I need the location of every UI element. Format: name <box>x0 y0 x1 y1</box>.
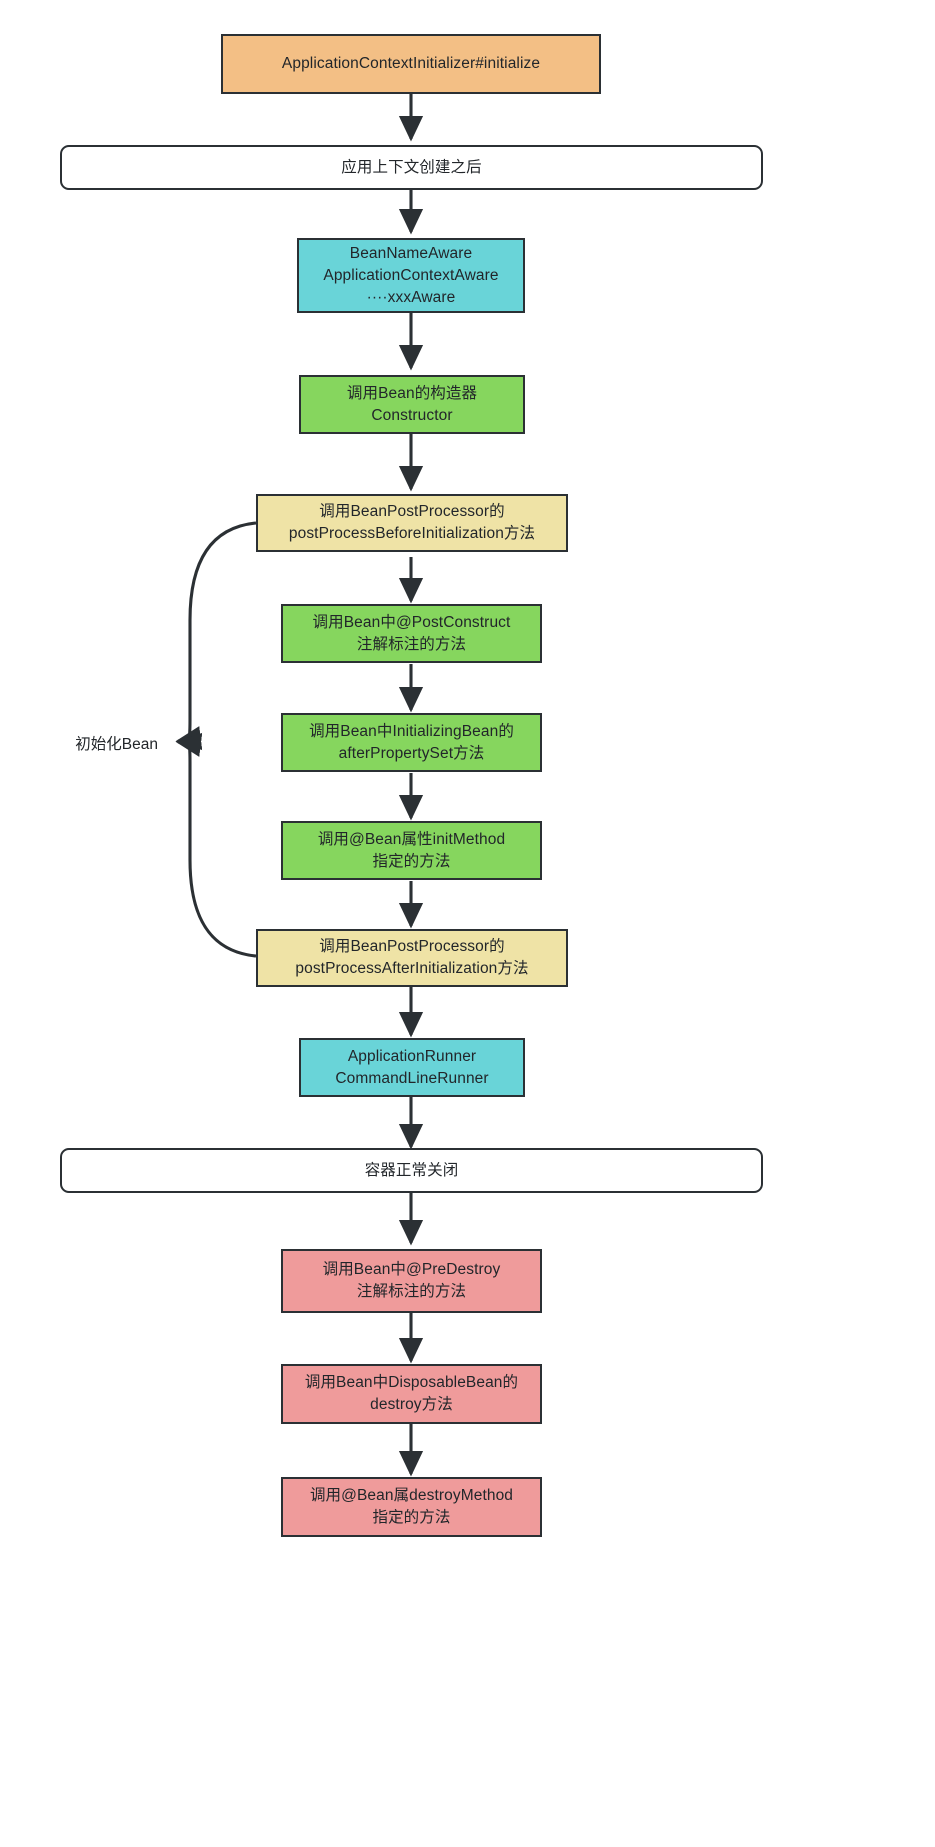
node-post-process-before-initialization[interactable]: 调用BeanPostProcessor的 postProcessBeforeIn… <box>256 494 568 552</box>
node-bean-constructor[interactable]: 调用Bean的构造器 Constructor <box>299 375 525 434</box>
node-line: 调用BeanPostProcessor的 <box>319 503 505 520</box>
node-line: 调用Bean中@PreDestroy <box>322 1261 501 1278</box>
node-line: 注解标注的方法 <box>356 635 467 653</box>
node-line: 调用Bean中DisposableBean的 <box>304 1374 519 1391</box>
node-initializing-bean[interactable]: 调用Bean中InitializingBean的 afterPropertySe… <box>281 713 542 772</box>
node-line: ApplicationContextAware <box>323 266 499 284</box>
node-post-process-after-initialization[interactable]: 调用BeanPostProcessor的 postProcessAfterIni… <box>256 929 568 987</box>
node-line: afterPropertySet方法 <box>338 744 485 762</box>
node-line: Constructor <box>371 406 453 424</box>
node-after-context-created[interactable]: 应用上下文创建之后 <box>60 145 763 190</box>
node-disposable-bean[interactable]: 调用Bean中DisposableBean的 destroy方法 <box>281 1364 542 1424</box>
node-line: 调用Bean中@PostConstruct <box>312 613 511 631</box>
node-line: 调用Bean中InitializingBean的 <box>309 722 514 740</box>
node-line: 调用@Bean属destroyMethod <box>309 1487 514 1504</box>
node-line: ApplicationContextInitializer#initialize <box>281 55 541 72</box>
node-line: 注解标注的方法 <box>356 1283 467 1300</box>
node-aware-interfaces[interactable]: BeanNameAware ApplicationContextAware ··… <box>297 238 525 313</box>
node-pre-destroy[interactable]: 调用Bean中@PreDestroy 注解标注的方法 <box>281 1249 542 1313</box>
node-application-runner[interactable]: ApplicationRunner CommandLineRunner <box>299 1038 525 1097</box>
node-line: 调用Bean的构造器 <box>346 384 478 402</box>
node-destroy-method[interactable]: 调用@Bean属destroyMethod 指定的方法 <box>281 1477 542 1537</box>
node-container-shutdown[interactable]: 容器正常关闭 <box>60 1148 763 1193</box>
node-application-context-initializer[interactable]: ApplicationContextInitializer#initialize <box>221 34 601 94</box>
node-line: CommandLineRunner <box>335 1069 489 1087</box>
node-line: 指定的方法 <box>372 852 451 870</box>
node-line: ····xxxAware <box>366 288 456 306</box>
node-line: ApplicationRunner <box>347 1047 477 1065</box>
node-line: destroy方法 <box>370 1396 453 1413</box>
node-line: BeanNameAware <box>349 244 473 262</box>
node-post-construct[interactable]: 调用Bean中@PostConstruct 注解标注的方法 <box>281 604 542 663</box>
edge-n5-sidelabel <box>175 521 257 751</box>
label-initialize-bean: 初始化Bean <box>75 736 158 753</box>
node-line: 指定的方法 <box>372 1509 451 1526</box>
node-line: 容器正常关闭 <box>364 1161 459 1179</box>
node-line: postProcessAfterInitialization方法 <box>295 960 529 977</box>
node-line: 应用上下文创建之后 <box>341 158 482 176</box>
node-line: postProcessBeforeInitialization方法 <box>288 525 536 542</box>
node-line: 调用BeanPostProcessor的 <box>319 938 505 955</box>
node-init-method[interactable]: 调用@Bean属性initMethod 指定的方法 <box>281 821 542 880</box>
edge-n9-sidelabel <box>175 732 257 958</box>
node-line: 调用@Bean属性initMethod <box>317 830 506 848</box>
